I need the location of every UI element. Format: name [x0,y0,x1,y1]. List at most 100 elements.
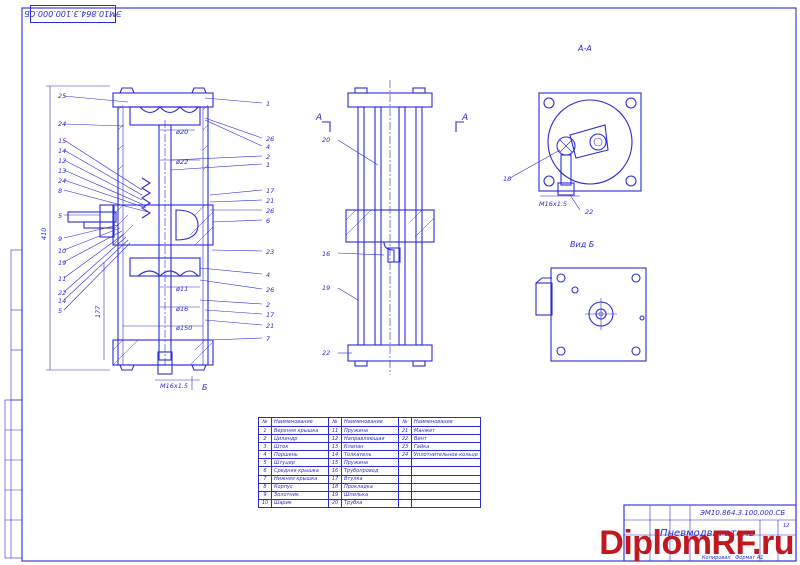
spec-cell: 2 [258,434,272,444]
spec-cell: 5 [258,458,272,468]
callout-left-12: 19 [58,259,66,267]
spec-cell: Гайка [411,442,481,452]
dim-d11: ø11 [175,285,188,293]
spec-cell: Винт [411,434,481,444]
spec-header-row: № Наименование № Наименование № Наименов… [258,417,481,427]
callout-right-13: 2 [266,301,270,309]
dim-d20: ø20 [175,128,188,136]
section-aa-view [509,92,642,211]
spec-cell: Корпус [271,482,329,492]
spec-header: № [258,417,272,427]
title-block-code: ЭМ10.864.3.100.000.СБ [700,509,786,517]
spec-cell [398,490,412,500]
spec-cell: 19 [328,490,342,500]
callout-right-2: 26 [266,135,274,143]
callout-front-4: 22 [322,349,330,357]
callout-left-16: 5 [58,307,62,315]
spec-header: Наименование [271,417,329,427]
callout-left-9: 5 [58,212,62,220]
spec-cell: 22 [398,434,412,444]
spec-cell: Уплотнительное кольцо [411,450,481,460]
watermark-logo: DiplomRF.ru [599,524,794,562]
spec-cell: Цилиндр [271,434,329,444]
spec-cell: 12 [328,434,342,444]
callout-left-11: 10 [58,247,66,255]
spec-cell: 6 [258,466,272,476]
callout-left-10: 9 [58,235,62,243]
spec-cell: 10 [258,498,272,508]
callout-right-10: 23 [266,248,274,256]
spec-cell: 20 [328,498,342,508]
callout-right-14: 17 [266,311,275,319]
spec-cell [398,466,412,476]
section-arrow-left-label: А [315,113,322,123]
spec-cell: 18 [328,482,342,492]
callout-left-8: 8 [58,187,62,195]
dim-d16: ø16 [175,305,188,313]
callout-left-15: 14 [58,297,66,305]
spec-cell: Прокладка [341,482,399,492]
spec-header: Наименование [341,417,399,427]
spec-cell: 15 [328,458,342,468]
callout-right-9: 6 [266,217,270,225]
callout-right-1: 1 [266,100,270,108]
callout-right-7: 21 [266,197,274,205]
view-b [535,267,647,362]
spec-cell: Толкатель [341,450,399,460]
spec-cell: Втулка [341,474,399,484]
callout-left-1: 25 [58,92,66,100]
callout-section-2: 22 [585,208,593,216]
spec-cell: 17 [328,474,342,484]
view-b-title: Вид Б [570,240,595,249]
spec-cell: 7 [258,474,272,484]
dim-d150: ø150 [175,324,192,332]
spec-cell [411,490,481,500]
spec-cell [411,498,481,508]
spec-cell: Шпилька [341,490,399,500]
callout-left-13: 11 [58,275,66,283]
section-aa-title: А-А [578,44,592,53]
spec-cell: Пружина [341,458,399,468]
spec-cell: 13 [328,442,342,452]
dim-m16: M16х1.5 [160,382,188,390]
spec-cell: Шарик [271,498,329,508]
callout-left-2: 24 [58,120,66,128]
callout-right-16: 7 [266,335,271,343]
callout-left-14: 22 [58,289,66,297]
callout-front-1: 20 [322,136,330,144]
spec-cell: 24 [398,450,412,460]
spec-cell: Золотник [271,490,329,500]
spec-cell [398,458,412,468]
dim-177: 177 [94,305,102,318]
spec-cell: Штуцер [271,458,329,468]
spec-cell [411,482,481,492]
callout-left-6: 13 [58,167,66,175]
main-section-view [46,85,263,390]
spec-cell: 11 [328,425,342,436]
callout-left-5: 12 [58,157,66,165]
spec-header: № [398,417,412,427]
callout-right-8: 26 [266,207,274,215]
spec-cell: 23 [398,442,412,452]
callout-right-4: 2 [266,153,270,161]
spec-cell: Верхняя крышка [271,425,329,436]
drawing-code-top: ЭМ10.864.3.100.000.СБ [24,5,122,23]
spec-cell: Манжет [411,425,481,436]
dim-d22: ø22 [175,158,188,166]
title-block-name: Пневмодвигатель [660,528,755,539]
callout-right-6: 17 [266,187,275,195]
spec-cell: Направляющая [341,434,399,444]
title-block [623,504,797,562]
spec-cell: Пружина [341,425,399,436]
dim-m16-section: M16х1.5 [539,200,567,208]
spec-cell [411,474,481,484]
spec-cell: Трубка [341,498,399,508]
